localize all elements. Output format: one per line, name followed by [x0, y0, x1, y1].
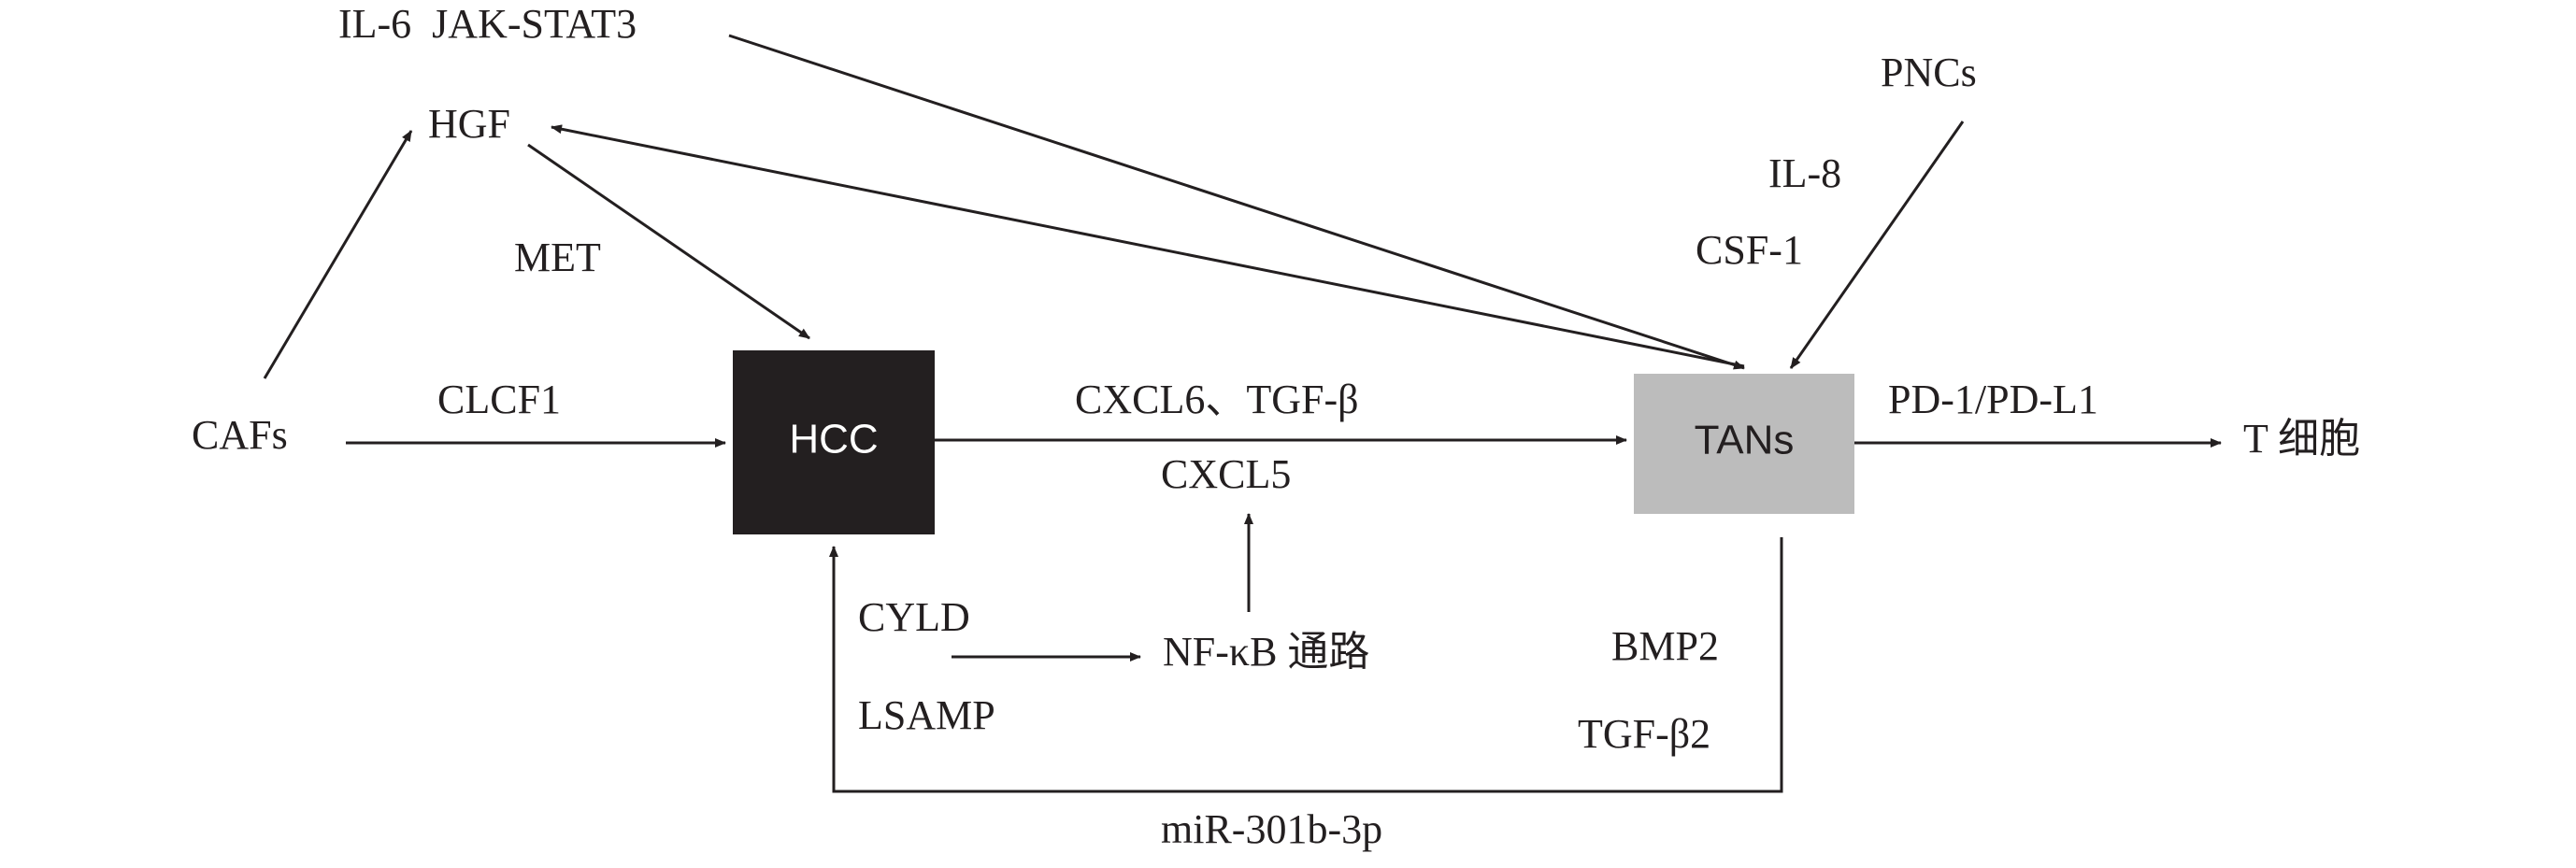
- label-csf1: CSF-1: [1696, 227, 1803, 273]
- label-il8: IL-8: [1768, 150, 1841, 196]
- node-nfkb: NF-κB 通路: [1163, 629, 1369, 675]
- edge-tans-to-hgf: [551, 124, 1745, 368]
- node-pncs: PNCs: [1881, 50, 1977, 95]
- label-il6-jak-stat3: IL-6 JAK-STAT3: [338, 1, 637, 47]
- tans-box: [1634, 374, 1854, 514]
- edge-il6-to-tans: [728, 34, 1745, 370]
- label-bmp2: BMP2: [1611, 623, 1719, 669]
- label-clcf1: CLCF1: [437, 377, 561, 422]
- edge-tans-to-hcc-loop: [829, 537, 1783, 793]
- edges: [263, 34, 2222, 793]
- edge-cafs-to-hgf: [263, 130, 413, 379]
- label-cxcl6-tgfb: CXCL6、TGF-β: [1075, 377, 1359, 422]
- label-cxcl5: CXCL5: [1161, 451, 1291, 497]
- edge-pncs-to-tans: [1789, 121, 1965, 369]
- node-tans: TANs: [1695, 418, 1795, 463]
- label-lsamp: LSAMP: [858, 692, 995, 738]
- node-cafs: CAFs: [192, 412, 288, 458]
- node-t-cell: T 细胞: [2243, 416, 2360, 462]
- node-hcc: HCC: [789, 417, 878, 462]
- edge-hgf-to-hcc: [527, 143, 810, 340]
- node-hgf: HGF: [428, 101, 510, 147]
- hcc-box: [733, 350, 935, 534]
- label-tgf-b2: TGF-β2: [1578, 711, 1710, 757]
- label-pd1-pdl1: PD-1/PD-L1: [1888, 377, 2098, 422]
- label-mir-301b-3p: miR-301b-3p: [1161, 806, 1382, 852]
- label-cyld: CYLD: [858, 594, 970, 640]
- label-met: MET: [514, 235, 601, 280]
